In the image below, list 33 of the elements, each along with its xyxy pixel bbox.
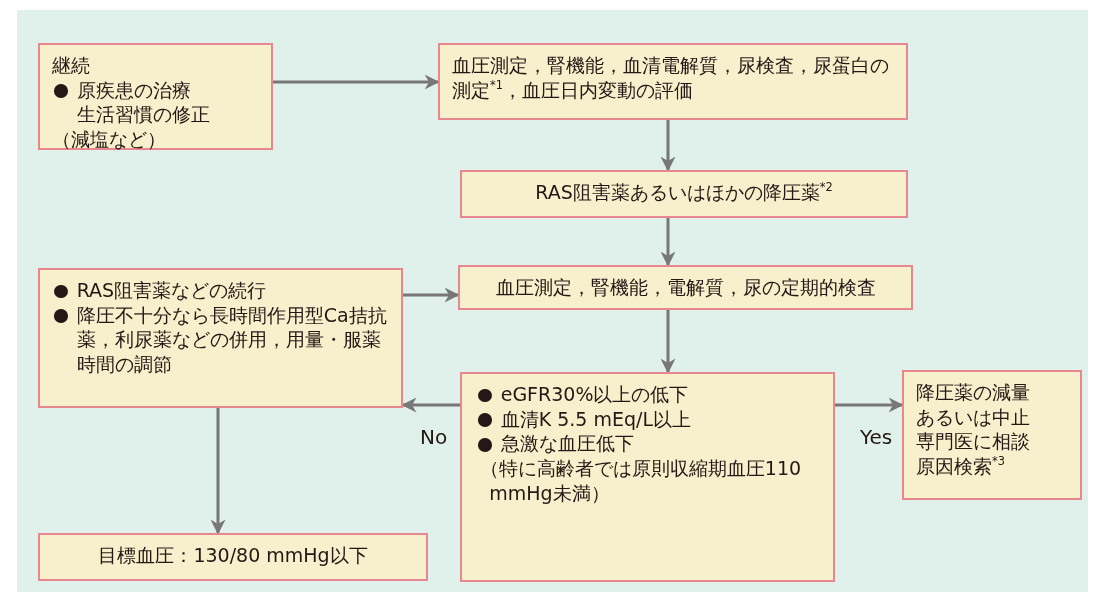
process-box [460, 170, 908, 218]
bullet-item: eGFR30%以上の低下 [476, 382, 821, 407]
arrow [210, 408, 226, 535]
box-text: あるいは中止 [916, 404, 1031, 430]
process-box [38, 268, 403, 408]
box-text: RAS阻害薬あるいはほかの降圧薬$^{*2}$ [534, 180, 834, 205]
process-box [38, 533, 428, 581]
process-box [458, 265, 913, 310]
box-text: （減塩など） [52, 127, 167, 152]
arrow [835, 397, 904, 413]
box-text: 原因検索$^{*3}$ [916, 454, 1006, 479]
box-text: （特に高齢者では原則収縮期血圧110 mmHg未満） [478, 456, 803, 506]
box-text: 生活習慣の修正 [75, 102, 211, 128]
box-text: 目標血圧：130/80 mmHg以下 [97, 543, 369, 568]
arrow [273, 74, 440, 90]
box-text: 継続 [52, 53, 91, 78]
process-box [902, 370, 1082, 500]
box-text: 血圧測定，腎機能，電解質，尿の定期的検査 [494, 275, 877, 300]
process-box [38, 43, 273, 150]
arrow [660, 120, 676, 172]
process-box [438, 43, 908, 120]
box-text: 血圧測定，腎機能，血清電解質，尿検査，尿蛋白の測定$^{*1}$，血圧日内変動の評価 [452, 53, 890, 103]
bullet-item: 降圧不十分なら長時間作用型Ca拮抗薬，利尿薬などの併用，用量・服薬時間の調節 [52, 302, 389, 377]
arrow [660, 310, 676, 374]
bullet-item: RAS阻害薬などの続行 [52, 278, 389, 303]
arrow [403, 287, 460, 303]
box-text: 降圧薬の減量 [916, 380, 1031, 405]
bullet-item: 血清K 5.5 mEq/L以上 [476, 406, 821, 432]
arrow [660, 218, 676, 267]
process-box [460, 372, 835, 582]
bullet-item: 急激な血圧低下 [476, 431, 821, 457]
bullet-item: 原疾患の治療 [52, 77, 259, 103]
box-text: 専門医に相談 [916, 429, 1031, 455]
